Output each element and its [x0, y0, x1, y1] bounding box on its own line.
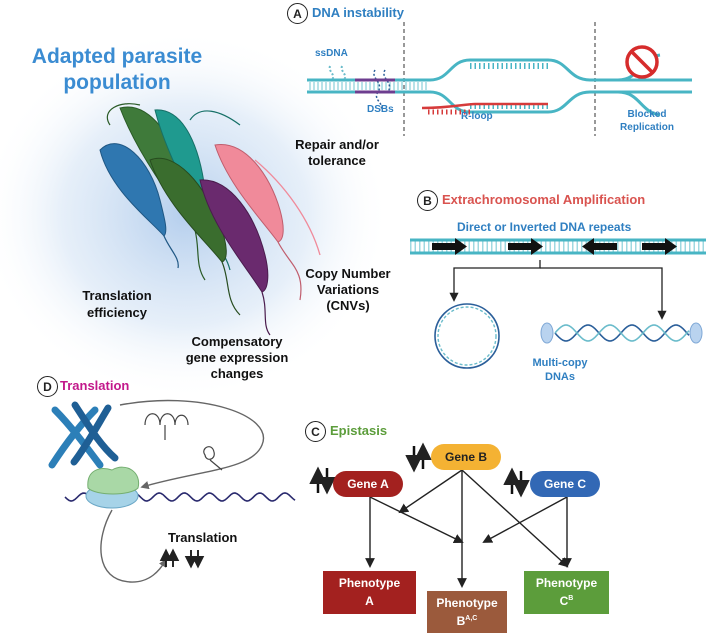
repair-label: Repair and/or tolerance	[282, 137, 392, 169]
blocked-replication-label: Blocked Replication	[612, 108, 682, 134]
repeat-arrow-icon	[642, 238, 677, 255]
linear-dna-icon	[540, 322, 703, 344]
multicopy-label-line: DNAs	[545, 371, 575, 383]
parasite-icon	[214, 144, 321, 301]
compensatory-label: Compensatory gene expression changes	[172, 334, 302, 382]
up-down-arrows-icon	[309, 466, 336, 495]
panel-a-title: DNA instability	[312, 5, 404, 20]
phenotype-letter-text: A	[365, 594, 374, 608]
parasite-icon	[99, 143, 179, 269]
repeat-arrow-icon	[508, 238, 543, 255]
repair-label-line: Repair and/or	[295, 137, 379, 152]
panel-b-badge: B	[417, 190, 438, 211]
phenotype-letter: BA,C	[457, 611, 478, 629]
dsbs-label: DSBs	[367, 104, 394, 115]
phenotype-letter: A	[365, 591, 374, 609]
panel-c-badge: C	[305, 421, 326, 442]
cnv-label-line: Copy Number	[305, 266, 391, 281]
gene-c-node: Gene C	[530, 471, 600, 497]
repeat-arrow-icon	[432, 238, 467, 255]
phenotype-b-box: Phenotype BA,C	[427, 591, 507, 633]
population-title-line: Adapted parasite	[31, 45, 203, 68]
repair-label-line: tolerance	[308, 153, 366, 168]
blocked-replication-line: Replication	[620, 122, 674, 133]
no-entry-icon	[625, 45, 659, 79]
panel-b-title: Extrachromosomal Amplification	[442, 192, 646, 207]
population-title: Adapted parasite population	[12, 44, 222, 96]
increase-decrease-arrows-icon	[159, 548, 205, 569]
phenotype-c-box: Phenotype CB	[524, 571, 609, 614]
up-down-arrows-icon	[405, 442, 432, 473]
transport-arrow	[119, 399, 265, 490]
phenotype-letter-text: B	[456, 613, 466, 628]
compensatory-label-line: gene expression	[185, 350, 289, 365]
translation-diagram	[48, 399, 296, 583]
parasite-icon	[149, 157, 241, 316]
parasite-cluster-icon	[99, 103, 321, 336]
gene-b-node: Gene B	[431, 444, 501, 470]
ssdna-strand	[328, 65, 335, 81]
cnv-label-line: Variations	[316, 282, 380, 297]
panel-b-subtitle: Direct or Inverted DNA repeats	[457, 220, 632, 234]
panel-d-badge: D	[37, 376, 58, 397]
dsb-marks	[373, 69, 391, 111]
multicopy-label-line: Multi-copy	[532, 357, 588, 369]
phenotype-label: Phenotype	[338, 576, 401, 590]
translation-efficiency-label: Translation efficiency	[62, 287, 172, 321]
translation-label: Translation	[168, 530, 238, 545]
phenotype-letter: CB	[560, 591, 574, 609]
ssdna-label: ssDNA	[315, 48, 348, 59]
panel-d-title: Translation	[60, 378, 130, 393]
blocked-replication-line: Blocked	[627, 109, 667, 120]
phenotype-label: Phenotype	[535, 576, 598, 590]
phenotype-a-box: Phenotype A	[323, 571, 416, 614]
rloop-strand	[421, 102, 548, 115]
phenotype-label: Phenotype	[436, 595, 498, 610]
repeat-arrow-icon	[582, 238, 617, 255]
phenotype-superscript: B	[568, 595, 574, 602]
cnv-label-line: (CNVs)	[326, 298, 370, 313]
population-title-line: population	[63, 71, 171, 94]
phenotype-superscript: A,C	[465, 614, 478, 622]
circular-dna-icon	[434, 303, 500, 369]
translation-efficiency-line: efficiency	[87, 305, 147, 320]
compensatory-label-line: Compensatory	[191, 334, 283, 349]
extrachromosomal-diagram	[410, 238, 706, 369]
gene-a-node: Gene A	[333, 471, 403, 497]
chromosome-icon	[48, 401, 119, 469]
dna-instability-diagram	[307, 22, 692, 136]
panel-c-title: Epistasis	[330, 423, 388, 438]
panel-a-badge: A	[287, 3, 308, 24]
compensatory-label-line: changes	[210, 366, 264, 381]
ribosome-icon	[85, 466, 140, 509]
up-down-arrows-icon	[503, 467, 530, 498]
phenotype-letter-text: C	[559, 594, 569, 608]
multicopy-label: Multi-copy DNAs	[520, 356, 600, 384]
translation-efficiency-line: Translation	[82, 288, 152, 303]
epistasis-arrows	[309, 442, 572, 588]
cnv-label: Copy Number Variations (CNVs)	[298, 266, 398, 314]
parasite-icon	[199, 179, 271, 336]
rloop-label: R-loop	[461, 111, 493, 122]
trna-icon	[144, 413, 223, 471]
